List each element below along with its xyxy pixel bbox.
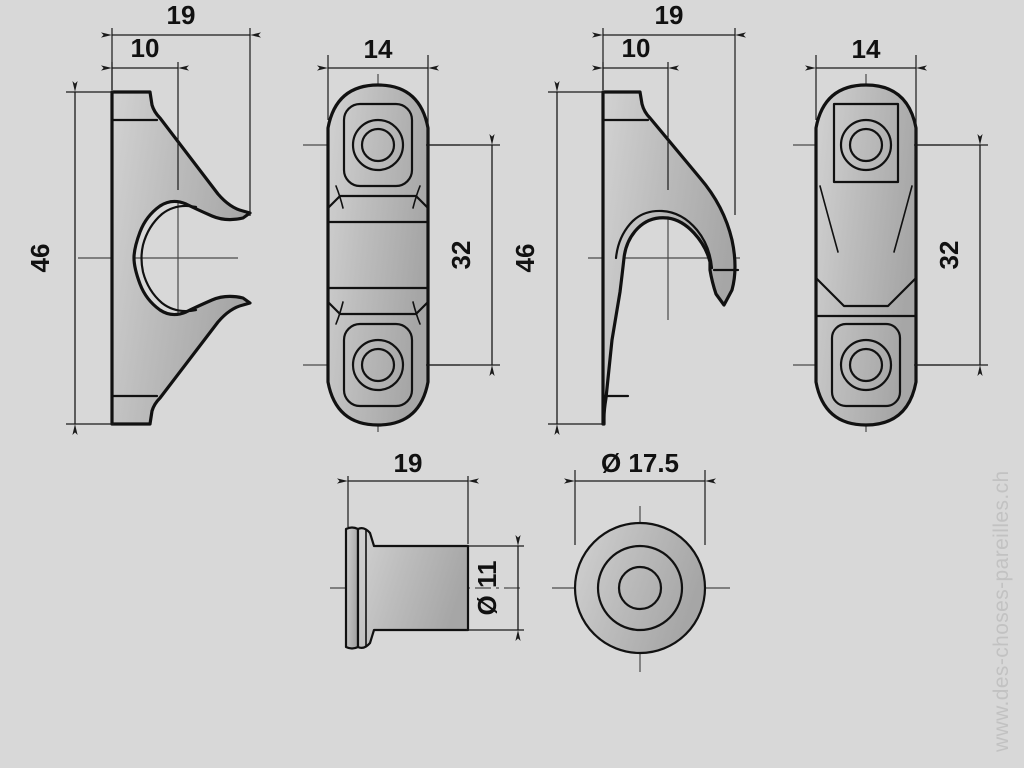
dimension-19-hook-side: 19 <box>592 0 746 215</box>
bushing-end-mid-circle <box>596 544 684 632</box>
watermark-text: www.des-choses-pareilles.ch <box>990 470 1013 753</box>
dim-label-19: 19 <box>394 448 423 478</box>
dimension-46-hook-side: 46 <box>510 81 605 435</box>
bushing-end-bore-circle <box>617 565 663 611</box>
bracket-front-bottom-hole-inner <box>360 347 396 383</box>
bracket-front-top-boss <box>342 102 414 188</box>
bracket-front-outline <box>326 83 430 427</box>
view-hook-front: 14 32 <box>793 34 988 432</box>
bracket-front-bottom-left-shoulder <box>335 301 344 325</box>
dimension-19-bracket-side: 19 <box>101 0 261 216</box>
hook-front-left-flank <box>819 185 839 253</box>
hook-front-top-hole-outer <box>839 118 893 172</box>
hook-front-bottom-hole-inner <box>848 347 884 383</box>
dimension-32-hook-front: 32 <box>914 134 988 376</box>
bracket-front-top-hole-outer <box>351 118 405 172</box>
bracket-front-bottom-right-shoulder <box>412 301 421 325</box>
dimension-10-bracket-side: 10 <box>101 33 189 190</box>
view-bracket-side: 19 10 46 <box>25 0 261 435</box>
bushing-barrel <box>356 527 470 649</box>
dimension-14-bracket-front: 14 <box>317 34 439 190</box>
view-bushing-side: 19 Ø 11 <box>330 448 524 650</box>
hook-front-bottom-boss <box>830 322 902 408</box>
view-bushing-end: Ø 17.5 <box>552 448 730 672</box>
hook-side-throat-inner-arc <box>614 209 714 270</box>
dim-label-diameter-17-5: Ø 17.5 <box>601 448 679 478</box>
dimension-diameter-17-5-bushing-end: Ø 17.5 <box>564 448 716 545</box>
dim-label-10: 10 <box>622 33 651 63</box>
bracket-front-top-right-shoulder <box>412 185 421 209</box>
dimension-diameter-11-bushing: Ø 11 <box>466 535 524 641</box>
dim-label-diameter-11: Ø 11 <box>472 561 502 616</box>
dim-label-14: 14 <box>852 34 881 64</box>
dimension-19-bushing: 19 <box>337 448 479 544</box>
view-hook-side: 19 10 46 <box>510 0 746 435</box>
dim-label-32: 32 <box>446 241 476 270</box>
hook-front-bottom-hole-outer <box>839 338 893 392</box>
bracket-front-bottom-hole-outer <box>351 338 405 392</box>
dimension-10-hook-side: 10 <box>592 33 679 190</box>
view-bracket-front: 14 32 <box>303 34 500 432</box>
bushing-flange <box>344 526 360 650</box>
hook-front-right-flank <box>893 185 913 253</box>
bracket-front-upper-taper <box>326 194 430 210</box>
bracket-front-lower-taper <box>326 300 430 316</box>
dim-label-10: 10 <box>131 33 160 63</box>
hook-front-chamfer <box>814 276 918 308</box>
dimension-46-bracket-side: 46 <box>25 81 114 435</box>
hook-front-outline <box>814 83 918 427</box>
bracket-side-saddle-inner-arc <box>140 204 198 313</box>
hook-side-profile <box>601 90 737 426</box>
dim-label-46: 46 <box>510 244 540 273</box>
dim-label-19: 19 <box>655 0 684 30</box>
bracket-side-profile <box>110 90 252 426</box>
dim-label-46: 46 <box>25 244 55 273</box>
hook-front-top-boss <box>832 102 900 184</box>
dim-label-14: 14 <box>364 34 393 64</box>
dim-label-19: 19 <box>167 0 196 30</box>
dimension-14-hook-front: 14 <box>805 34 927 190</box>
bracket-front-bottom-boss <box>342 322 414 408</box>
bracket-front-top-left-shoulder <box>335 185 344 209</box>
hook-front-top-hole-inner <box>848 127 884 163</box>
dim-label-32: 32 <box>934 241 964 270</box>
dimension-32-bracket-front: 32 <box>426 134 500 376</box>
bracket-front-top-hole-inner <box>360 127 396 163</box>
bushing-end-outer-circle <box>573 521 707 655</box>
